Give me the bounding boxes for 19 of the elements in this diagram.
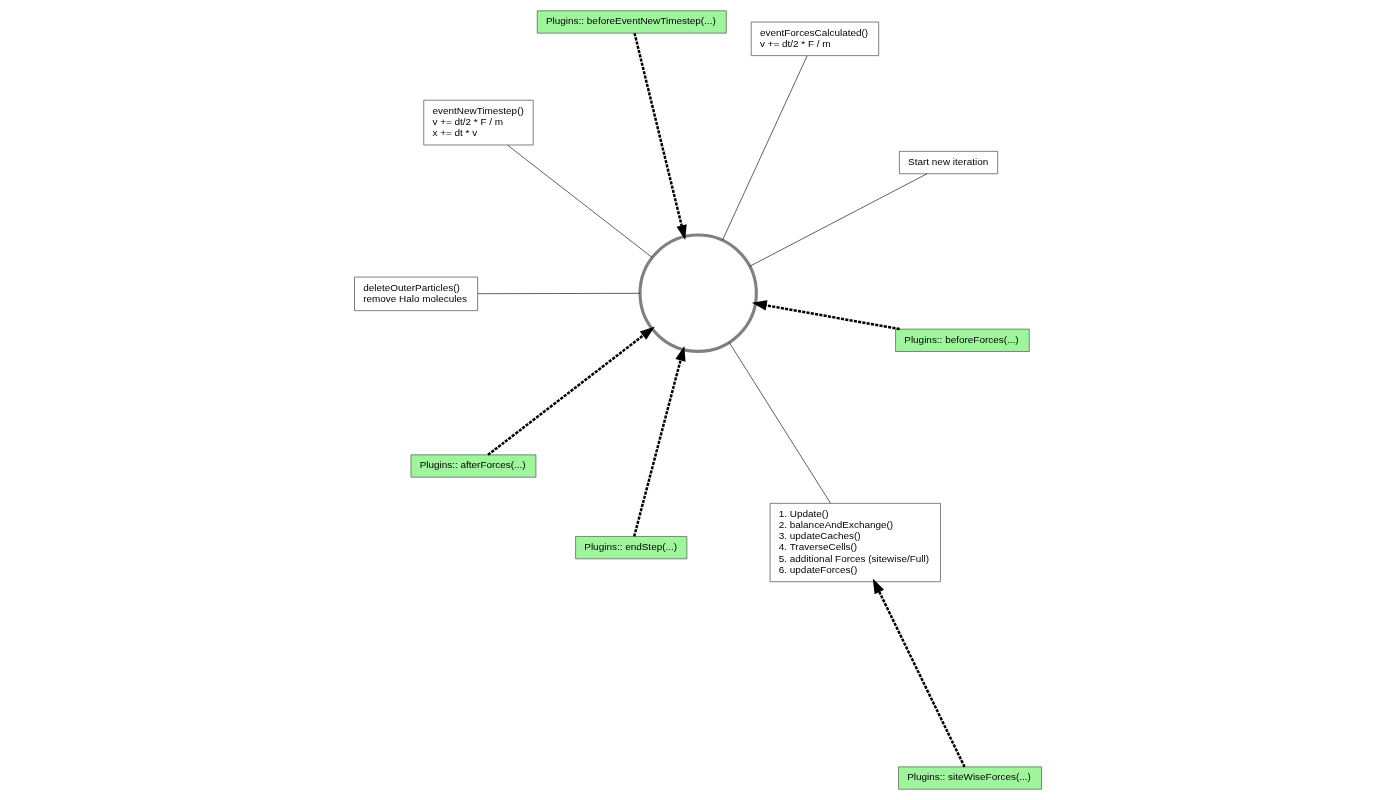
node-box: 1. Update() 2. balanceAndExchange() 3. updateCaches() 4. TraverseCells() 5. additional Forces (sitewise/Full) 6. updateForces() bbox=[769, 503, 941, 582]
connector bbox=[477, 293, 641, 294]
arrow bbox=[751, 300, 900, 331]
arrow bbox=[633, 345, 686, 537]
arrow bbox=[633, 32, 687, 241]
node-box: Plugins:: beforeForces(...) bbox=[895, 328, 1030, 352]
connector bbox=[749, 173, 928, 267]
node-box: eventForcesCalculated() v += dt/2 * F / m bbox=[750, 21, 879, 56]
node-box: Plugins:: afterForces(...) bbox=[410, 454, 537, 478]
connector bbox=[722, 55, 808, 241]
arrow bbox=[487, 326, 655, 456]
connector bbox=[728, 342, 831, 504]
node-box: Plugins:: beforeEventNewTimestep(...) bbox=[536, 10, 727, 34]
node-box: eventNewTimestep() v += dt/2 * F / m x += dt * v bbox=[423, 99, 534, 146]
node-box: Plugins:: endStep(...) bbox=[575, 536, 688, 560]
node-box: Plugins:: siteWiseForces(...) bbox=[898, 766, 1042, 790]
node-box: Start new iteration bbox=[899, 151, 998, 175]
node-box: deleteOuterParticles() remove Halo molecules bbox=[354, 276, 478, 311]
arrow bbox=[872, 578, 966, 768]
